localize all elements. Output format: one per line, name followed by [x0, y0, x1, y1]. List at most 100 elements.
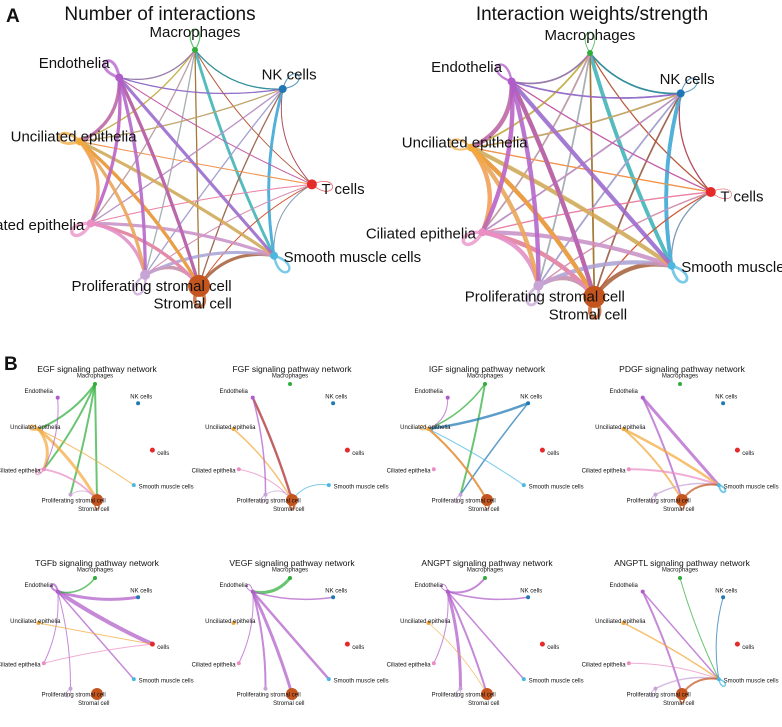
- pathway-tgfb-label-macrophages: Macrophages: [77, 568, 113, 574]
- pathway-fgf-node-unciliated-epithelia: [231, 427, 236, 431]
- pathway-tgfb-label-proliferating-stromal-cell: Proliferating stromal cell: [42, 693, 106, 699]
- pathway-tgfb-node-endothelia: [55, 589, 60, 594]
- interactions-strength-label-stromal-cell: Stromal cell: [549, 306, 627, 323]
- pathway-pdgf-network: PDGF signaling pathway networkMacrophage…: [582, 364, 779, 513]
- pathway-angpt-label-endothelia: Endothelia: [415, 583, 444, 589]
- pathway-egf-node-ciliated-epithelia: [41, 467, 46, 472]
- pathway-angpt-label-t-cells: cells: [547, 645, 559, 651]
- interactions-strength-edge: [589, 52, 682, 95]
- interactions-strength-label-endothelia: Endothelia: [431, 59, 503, 76]
- pathway-angpt-node-macrophages: [483, 576, 487, 580]
- pathway-igf-label-t-cells: cells: [547, 451, 559, 457]
- pathway-angpt-node-smooth-muscle-cells: [521, 677, 526, 682]
- pathway-igf-edge: [459, 402, 529, 496]
- pathway-fgf-label-ciliated-epithelia: Ciliated epithelia: [192, 468, 237, 474]
- pathway-pdgf-label-stromal-cell: Stromal cell: [663, 507, 694, 513]
- pathway-fgf-label-unciliated-epithelia: Unciliated epithelia: [205, 425, 256, 431]
- interactions-strength-edge: [510, 80, 682, 99]
- pathway-tgfb-network: TGFb signaling pathway networkMacrophage…: [0, 558, 194, 707]
- pathway-angpt-node-proliferating-stromal-cell: [458, 686, 463, 691]
- pathway-tgfb-self-loop: [65, 688, 72, 698]
- pathway-angptl-label-ciliated-epithelia: Ciliated epithelia: [582, 662, 627, 668]
- pathway-igf-self-loop: [419, 424, 429, 431]
- pathway-angpt-node-unciliated-epithelia: [426, 621, 431, 625]
- interactions-count-edge: [90, 183, 313, 224]
- interactions-count-label-proliferating-stromal-cell: Proliferating stromal cell: [71, 278, 231, 295]
- pathway-igf-edge: [427, 401, 530, 431]
- interactions-strength-node-unciliated-epithelia: [467, 143, 476, 152]
- pathway-angptl-node-endothelia: [640, 589, 645, 594]
- interactions-count-label-endothelia: Endothelia: [39, 55, 111, 72]
- interactions-count-edge: [89, 222, 276, 258]
- interactions-strength-edge: [509, 79, 541, 288]
- interactions-count-title: Number of interactions: [64, 4, 255, 25]
- pathway-vegf-node-unciliated-epithelia: [231, 621, 236, 625]
- pathway-tgfb-self-loop: [50, 583, 59, 593]
- pathway-pdgf-node-nk-cells: [721, 401, 726, 406]
- pathway-angptl-title: ANGPTL signaling pathway network: [614, 558, 751, 568]
- interactions-count-edge: [280, 88, 313, 185]
- pathway-igf-label-macrophages: Macrophages: [467, 374, 503, 380]
- pathway-tgfb-edge: [43, 643, 153, 664]
- pathway-tgfb-node-smooth-muscle-cells: [131, 677, 136, 682]
- pathway-egf-node-unciliated-epithelia: [36, 427, 41, 431]
- interactions-count-edge: [79, 141, 313, 185]
- pathway-angptl-node-nk-cells: [721, 595, 726, 600]
- interactions-count-node-smooth-muscle-cells: [270, 251, 278, 260]
- interactions-count-node-ciliated-epithelia: [86, 219, 95, 228]
- pathway-tgfb-label-smooth-muscle-cells: Smooth muscle cells: [139, 678, 194, 684]
- interactions-count-self-loop: [282, 73, 300, 90]
- pathway-vegf-node-nk-cells: [331, 595, 336, 600]
- pathway-tgfb-node-proliferating-stromal-cell: [68, 686, 73, 691]
- pathway-angptl-network: ANGPTL signaling pathway networkMacropha…: [582, 558, 779, 707]
- pathway-egf-node-stromal-cell: [91, 494, 103, 506]
- pathway-fgf-edge: [251, 396, 294, 502]
- pathway-angptl-label-endothelia: Endothelia: [610, 583, 639, 589]
- pathway-tgfb-edge: [38, 622, 153, 645]
- pathway-tgfb-node-macrophages: [93, 576, 97, 580]
- pathway-igf-label-unciliated-epithelia: Unciliated epithelia: [400, 425, 451, 431]
- pathway-vegf-self-loop: [245, 583, 254, 593]
- pathway-vegf-node-t-cells: [344, 641, 350, 647]
- pathway-egf-edge: [69, 383, 96, 496]
- pathway-tgfb-label-nk-cells: NK cells: [130, 588, 152, 594]
- interactions-count-edge: [78, 76, 121, 144]
- pathway-pdgf-label-endothelia: Endothelia: [610, 389, 639, 395]
- pathway-angpt-label-proliferating-stromal-cell: Proliferating stromal cell: [432, 693, 496, 699]
- interactions-count-node-t-cells: [306, 179, 317, 190]
- interactions-strength-edge: [468, 145, 597, 300]
- interactions-count-label-macrophages: Macrophages: [150, 24, 241, 41]
- pathway-tgfb-node-stromal-cell: [91, 688, 103, 700]
- interactions-strength-label-unciliated-epithelia: Unciliated epithelia: [402, 135, 529, 152]
- pathway-vegf-label-macrophages: Macrophages: [272, 568, 308, 574]
- pathway-igf-edge: [427, 428, 488, 501]
- pathway-vegf-title: VEGF signaling pathway network: [229, 558, 355, 568]
- pathway-egf-label-unciliated-epithelia: Unciliated epithelia: [10, 425, 61, 431]
- interactions-strength-node-nk-cells: [676, 89, 685, 98]
- pathway-angptl-edge: [628, 662, 720, 680]
- pathway-igf-title: IGF signaling pathway network: [429, 364, 546, 374]
- interactions-strength-edge: [509, 79, 597, 300]
- pathway-angptl-self-loop: [718, 678, 727, 687]
- interactions-count-edge: [118, 77, 284, 95]
- pathway-egf-network: EGF signaling pathway networkMacrophages…: [0, 364, 194, 513]
- pathway-vegf-node-proliferating-stromal-cell: [263, 686, 268, 691]
- pathway-angptl-self-loop: [650, 688, 657, 698]
- pathway-angptl-label-smooth-muscle-cells: Smooth muscle cells: [724, 678, 779, 684]
- interactions-strength-self-loop: [461, 230, 484, 247]
- pathway-egf-label-macrophages: Macrophages: [77, 374, 113, 380]
- pathway-tgfb-edge: [57, 591, 72, 690]
- pathway-igf-label-smooth-muscle-cells: Smooth muscle cells: [529, 484, 584, 490]
- interactions-count-node-endothelia: [115, 73, 124, 82]
- interactions-strength-label-ciliated-epithelia: Ciliated epithelia: [366, 226, 477, 243]
- pathway-angptl-node-proliferating-stromal-cell: [653, 686, 658, 691]
- pathway-angpt-network: ANGPT signaling pathway networkMacrophag…: [387, 558, 584, 707]
- pathway-fgf-edge: [251, 396, 267, 496]
- interactions-count-edge: [78, 139, 276, 258]
- interactions-strength-node-stromal-cell: [583, 285, 606, 308]
- pathway-angpt-node-endothelia: [445, 589, 450, 594]
- pathway-vegf-edge: [251, 590, 267, 690]
- pathway-fgf-edge: [251, 396, 293, 501]
